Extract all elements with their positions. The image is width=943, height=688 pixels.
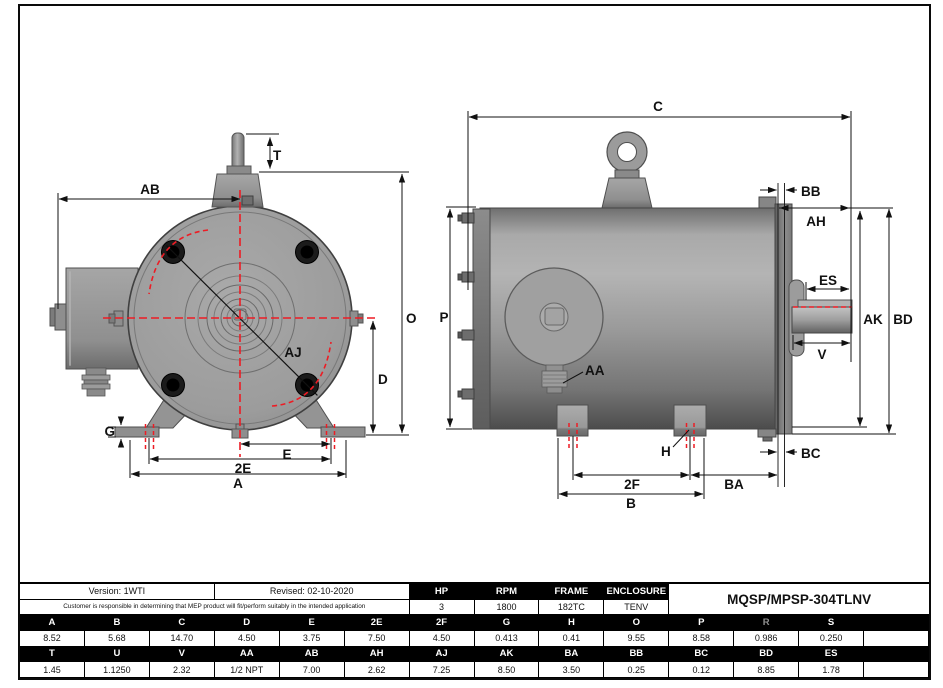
dim-value-cell: 4.50	[409, 631, 475, 647]
dim-header-cell: AK	[474, 646, 540, 663]
dim-header-cell: BB	[604, 646, 670, 663]
dim-value-cell: 1.78	[799, 662, 865, 678]
dim-header-cell: D	[214, 615, 280, 631]
dim-header-cell: H	[539, 615, 605, 631]
spec-value-enclosure: TENV	[604, 599, 670, 616]
revised-cell: Revised: 02-10-2020	[214, 584, 410, 600]
dim-value-cell	[864, 631, 929, 647]
dim-header-cell: BD	[734, 646, 800, 663]
spec-value-frame: 182TC	[539, 599, 605, 616]
spec-header-hp: HP	[409, 584, 475, 600]
dim-header-cell: BA	[539, 646, 605, 663]
dim-value-cell: 7.50	[344, 631, 410, 647]
dim-header-cell: O	[604, 615, 670, 631]
spec-header-rpm: RPM	[474, 584, 540, 600]
dim-header-cell: A	[20, 615, 85, 631]
dim-value-cell: 8.85	[734, 662, 800, 678]
dim-value-cell: 1/2 NPT	[214, 662, 280, 678]
dim-value-cell: 8.58	[669, 631, 735, 647]
dim-header-cell: G	[474, 615, 540, 631]
dim-header-cell: 2F	[409, 615, 475, 631]
dim-value-cell: 1.1250	[84, 662, 150, 678]
dim-value-cell: 2.32	[149, 662, 215, 678]
dim-header-cell	[864, 615, 929, 631]
dim-value-cell: 0.986	[734, 631, 800, 647]
dim-value-cell: 3.75	[279, 631, 345, 647]
page-frame: Version: 1WTI Revised: 02-10-2020 HP RPM…	[18, 4, 931, 680]
dim-value-cell: 7.00	[279, 662, 345, 678]
dim-header-cell: AB	[279, 646, 345, 663]
spec-header-enclosure: ENCLOSURE	[604, 584, 670, 600]
dim-header-cell: U	[84, 646, 150, 663]
dim-value-cell: 8.50	[474, 662, 540, 678]
dim-header-cell: P	[669, 615, 735, 631]
dim-header-cell: S	[799, 615, 865, 631]
dim-header-cell: T	[20, 646, 85, 663]
dim-value-cell: 0.41	[539, 631, 605, 647]
disclaimer-cell: Customer is responsible in determining t…	[20, 599, 410, 616]
dim-header-cell: AJ	[409, 646, 475, 663]
dim-header-cell: ES	[799, 646, 865, 663]
dim-value-cell: 7.25	[409, 662, 475, 678]
dim-value-cell: 0.250	[799, 631, 865, 647]
dim-value-cell: 1.45	[20, 662, 85, 678]
dim-header-cell: BC	[669, 646, 735, 663]
dim-value-cell: 0.12	[669, 662, 735, 678]
dim-header-cell	[864, 646, 929, 663]
spec-value-hp: 3	[409, 599, 475, 616]
dim-value-cell: 4.50	[214, 631, 280, 647]
version-cell: Version: 1WTI	[20, 584, 215, 600]
dim-header-cell: AH	[344, 646, 410, 663]
dim-value-cell: 0.413	[474, 631, 540, 647]
dim-value-cell: 9.55	[604, 631, 670, 647]
spec-value-rpm: 1800	[474, 599, 540, 616]
dim-value-cell	[864, 662, 929, 678]
dim-value-cell: 14.70	[149, 631, 215, 647]
dim-value-cell: 2.62	[344, 662, 410, 678]
dim-header-cell: E	[279, 615, 345, 631]
title-block-table: Version: 1WTI Revised: 02-10-2020 HP RPM…	[20, 582, 929, 678]
dim-value-cell: 0.25	[604, 662, 670, 678]
model-number: MQSP/MPSP-304TLNV	[669, 584, 929, 616]
dim-header-cell: B	[84, 615, 150, 631]
spec-header-frame: FRAME	[539, 584, 605, 600]
dim-header-cell: 2E	[344, 615, 410, 631]
dim-value-cell: 8.52	[20, 631, 85, 647]
dim-header-cell: C	[149, 615, 215, 631]
dim-value-cell: 5.68	[84, 631, 150, 647]
dim-header-cell: V	[149, 646, 215, 663]
dim-header-cell: R	[734, 615, 800, 631]
dim-header-cell: AA	[214, 646, 280, 663]
dim-value-cell: 3.50	[539, 662, 605, 678]
